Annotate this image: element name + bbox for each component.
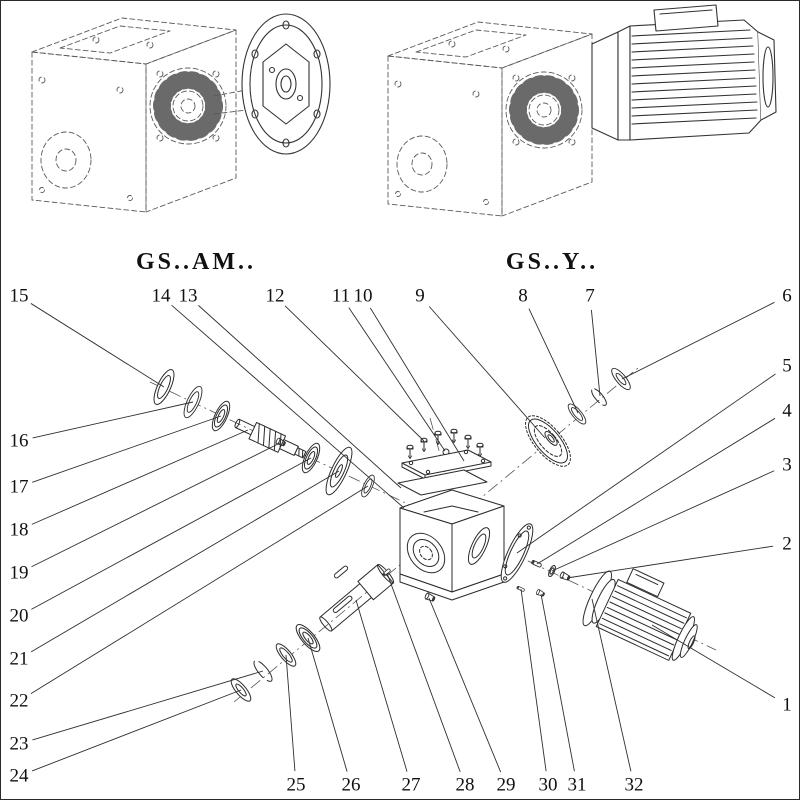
callout-1: 1 — [782, 695, 792, 716]
leader-line-3 — [551, 470, 775, 572]
variant-label-gs-y: GS..Y.. — [505, 249, 599, 275]
leader-line-15 — [30, 303, 165, 388]
callout-5: 5 — [782, 356, 792, 377]
leader-line-9 — [428, 306, 546, 439]
callout-28: 28 — [456, 775, 475, 796]
leader-line-17 — [32, 415, 222, 483]
part-key — [333, 565, 349, 579]
leader-line-30 — [520, 588, 547, 772]
motor-fins — [631, 29, 758, 125]
part-pin — [516, 585, 526, 593]
leader-line-7 — [590, 309, 601, 397]
input-bore-spokes — [509, 75, 579, 145]
variant-label-gs-am: GS..AM.. — [136, 249, 256, 275]
leader-line-20 — [31, 457, 312, 610]
motor-terminal-box — [653, 4, 719, 32]
leader-line-22 — [30, 485, 369, 695]
callout-9: 9 — [415, 286, 425, 307]
part-cover-gasket — [397, 469, 488, 496]
leader-line-21 — [30, 470, 340, 653]
callout-14: 14 — [152, 286, 172, 307]
callout-10: 10 — [354, 286, 373, 307]
leader-line-16 — [32, 401, 194, 439]
leader-line-24 — [31, 689, 242, 772]
part-circlip — [253, 660, 273, 682]
flange-hex-hub — [262, 43, 310, 125]
gearbox-am-illustration — [31, 17, 247, 213]
callout-2: 2 — [782, 534, 792, 555]
leader-line-8 — [528, 308, 579, 414]
part-washer — [608, 365, 634, 393]
output-flange-illustration — [241, 13, 331, 155]
leader-line-13 — [198, 305, 402, 489]
part-pin — [530, 559, 543, 568]
part-worm-shaft — [234, 418, 307, 459]
part-circlip — [591, 388, 607, 406]
leader-line-28 — [386, 572, 461, 773]
callout-3: 3 — [782, 455, 792, 476]
callout-26: 26 — [342, 775, 361, 796]
leader-line-25 — [285, 654, 296, 772]
callout-20: 20 — [10, 606, 29, 627]
callout-31: 31 — [568, 775, 587, 796]
part-housing — [399, 489, 505, 601]
gearbox-y-illustration — [387, 21, 593, 217]
leader-line-29 — [428, 597, 502, 773]
part-ring — [565, 401, 589, 427]
leader-line-14 — [171, 304, 405, 509]
leader-line-26 — [307, 637, 348, 772]
callout-18: 18 — [10, 520, 29, 541]
leader-line-4 — [536, 417, 776, 565]
leader-line-12 — [284, 305, 425, 442]
callout-12: 12 — [266, 286, 285, 307]
input-bore-spokes — [153, 71, 223, 141]
leader-line-10 — [369, 307, 465, 462]
leader-line-2 — [566, 545, 774, 579]
leader-line-19 — [31, 442, 281, 568]
callout-7: 7 — [585, 286, 595, 307]
part-screw — [535, 588, 546, 598]
part-screw — [558, 571, 572, 582]
callout-24: 24 — [10, 766, 30, 787]
callout-29: 29 — [497, 775, 516, 796]
part-motor — [582, 568, 698, 661]
leader-lines — [30, 301, 776, 773]
callout-4: 4 — [782, 401, 792, 422]
leader-line-5 — [516, 373, 776, 554]
callout-21: 21 — [10, 649, 29, 670]
callout-23: 23 — [10, 734, 29, 755]
callout-19: 19 — [10, 563, 29, 584]
motor-terminal-box — [626, 568, 665, 598]
motor-illustration — [591, 4, 777, 141]
part-helical-gear — [525, 415, 571, 467]
leader-line-27 — [355, 599, 408, 772]
leader-line-23 — [32, 670, 264, 741]
leader-line-18 — [31, 429, 249, 525]
callout-17: 17 — [10, 477, 29, 498]
callout-13: 13 — [179, 286, 198, 307]
callout-8: 8 — [518, 286, 528, 307]
leader-line-6 — [621, 301, 775, 380]
callout-27: 27 — [402, 775, 421, 796]
callout-15: 15 — [10, 286, 29, 307]
callout-30: 30 — [539, 775, 558, 796]
callout-16: 16 — [10, 431, 29, 452]
callout-22: 22 — [10, 691, 29, 712]
leader-line-31 — [540, 593, 575, 772]
callout-11: 11 — [332, 286, 350, 307]
callout-6: 6 — [782, 286, 792, 307]
callout-32: 32 — [625, 775, 644, 796]
leader-line-11 — [348, 307, 446, 452]
callout-25: 25 — [287, 775, 306, 796]
motor-fins — [599, 585, 687, 657]
leader-line-32 — [591, 598, 632, 772]
leader-line-1 — [651, 624, 776, 699]
